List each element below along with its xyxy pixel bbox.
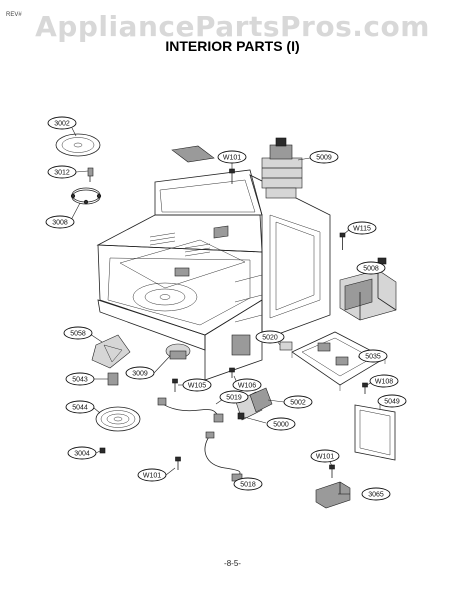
svg-text:3004: 3004 bbox=[74, 451, 90, 458]
svg-text:5049: 5049 bbox=[384, 399, 400, 406]
connector-drawing bbox=[279, 341, 293, 351]
svg-text:W106: W106 bbox=[238, 383, 256, 390]
svg-text:5043: 5043 bbox=[72, 377, 88, 384]
motor-shaft-drawing bbox=[107, 372, 119, 386]
revision-tag: REV# bbox=[6, 12, 22, 18]
callout-3012: 3012 bbox=[47, 165, 77, 179]
svg-text:3008: 3008 bbox=[52, 220, 68, 227]
roller-ring-drawing bbox=[70, 187, 102, 205]
svg-text:5035: 5035 bbox=[365, 354, 381, 361]
svg-text:5058: 5058 bbox=[70, 331, 86, 338]
callout-5020: 5020 bbox=[255, 330, 285, 344]
svg-text:W115: W115 bbox=[353, 226, 371, 233]
callout-3008: 3008 bbox=[45, 215, 75, 229]
svg-text:3009: 3009 bbox=[132, 371, 148, 378]
callout-w115: W115 bbox=[347, 221, 377, 235]
callout-w105: W105 bbox=[182, 378, 212, 392]
callout-5000: 5000 bbox=[266, 417, 296, 431]
callout-5009: 5009 bbox=[309, 150, 339, 164]
svg-text:W101: W101 bbox=[223, 155, 241, 162]
switch-assembly-drawing bbox=[235, 387, 273, 421]
callout-5049: 5049 bbox=[377, 394, 407, 408]
screw-w101-lower-drawing bbox=[175, 456, 181, 470]
turntable-support-drawing bbox=[95, 406, 141, 432]
svg-text:3065: 3065 bbox=[368, 492, 384, 499]
callout-5035: 5035 bbox=[358, 349, 388, 363]
watermark-logo: AppliancePartsPros.com bbox=[35, 10, 430, 43]
callout-5044: 5044 bbox=[65, 400, 95, 414]
svg-text:5009: 5009 bbox=[316, 155, 332, 162]
page-title: INTERIOR PARTS (I) bbox=[165, 38, 300, 54]
svg-text:5000: 5000 bbox=[273, 422, 289, 429]
glass-tray-drawing bbox=[55, 133, 101, 157]
svg-text:W101: W101 bbox=[143, 473, 161, 480]
callout-5058: 5058 bbox=[63, 326, 93, 340]
screw-w101-right-drawing bbox=[329, 464, 335, 478]
callout-3004: 3004 bbox=[67, 446, 97, 460]
screw-w106-drawing bbox=[229, 367, 235, 378]
callout-w101-top: W101 bbox=[217, 150, 247, 164]
svg-text:W108: W108 bbox=[375, 379, 393, 386]
screw-w108-drawing bbox=[362, 382, 368, 394]
part-drawings bbox=[55, 133, 397, 509]
magnetron-drawing bbox=[261, 137, 303, 199]
svg-text:W105: W105 bbox=[188, 383, 206, 390]
callout-3002: 3002 bbox=[47, 116, 77, 130]
side-panel-drawing bbox=[354, 404, 396, 461]
callout-5002: 5002 bbox=[283, 395, 313, 409]
harness-5018-drawing bbox=[204, 431, 243, 482]
callout-5019: 5019 bbox=[219, 390, 249, 404]
callout-5043: 5043 bbox=[65, 372, 95, 386]
bracket-drawing bbox=[315, 481, 351, 509]
callout-3065: 3065 bbox=[361, 487, 391, 501]
callout-w108: W108 bbox=[369, 374, 399, 388]
turntable-motor-drawing bbox=[165, 343, 191, 360]
stirrer-blade-drawing bbox=[91, 334, 131, 369]
svg-text:3012: 3012 bbox=[54, 170, 70, 177]
svg-text:5018: 5018 bbox=[240, 482, 256, 489]
callout-w101-lower: W101 bbox=[137, 468, 167, 482]
callout-w101-right: W101 bbox=[310, 449, 340, 463]
back-panel-drawing bbox=[231, 174, 331, 356]
callout-5018: 5018 bbox=[233, 477, 263, 491]
svg-text:W101: W101 bbox=[316, 454, 334, 461]
svg-text:5019: 5019 bbox=[226, 395, 242, 402]
callout-5008: 5008 bbox=[356, 261, 386, 275]
page-number: -8-5- bbox=[224, 559, 241, 568]
callout-labels: 3002 3012 3008 W101 5009 W115 5008 5058 bbox=[45, 116, 407, 501]
callout-w106: W106 bbox=[232, 378, 262, 392]
leader-lines bbox=[69, 127, 381, 495]
screw-w115-drawing bbox=[339, 232, 346, 250]
screw-w105-drawing bbox=[172, 378, 178, 392]
svg-text:3002: 3002 bbox=[54, 121, 70, 128]
svg-text:5044: 5044 bbox=[72, 405, 88, 412]
coupler-drawing bbox=[87, 167, 94, 182]
harness-5019-drawing bbox=[157, 397, 224, 423]
oven-cavity-drawing bbox=[96, 169, 263, 381]
screw-3004-drawing bbox=[99, 447, 106, 454]
callout-3009: 3009 bbox=[125, 366, 155, 380]
svg-text:5002: 5002 bbox=[290, 400, 306, 407]
svg-text:5008: 5008 bbox=[363, 266, 379, 273]
waveguide-cover-drawing bbox=[171, 145, 215, 163]
svg-text:5020: 5020 bbox=[262, 335, 278, 342]
